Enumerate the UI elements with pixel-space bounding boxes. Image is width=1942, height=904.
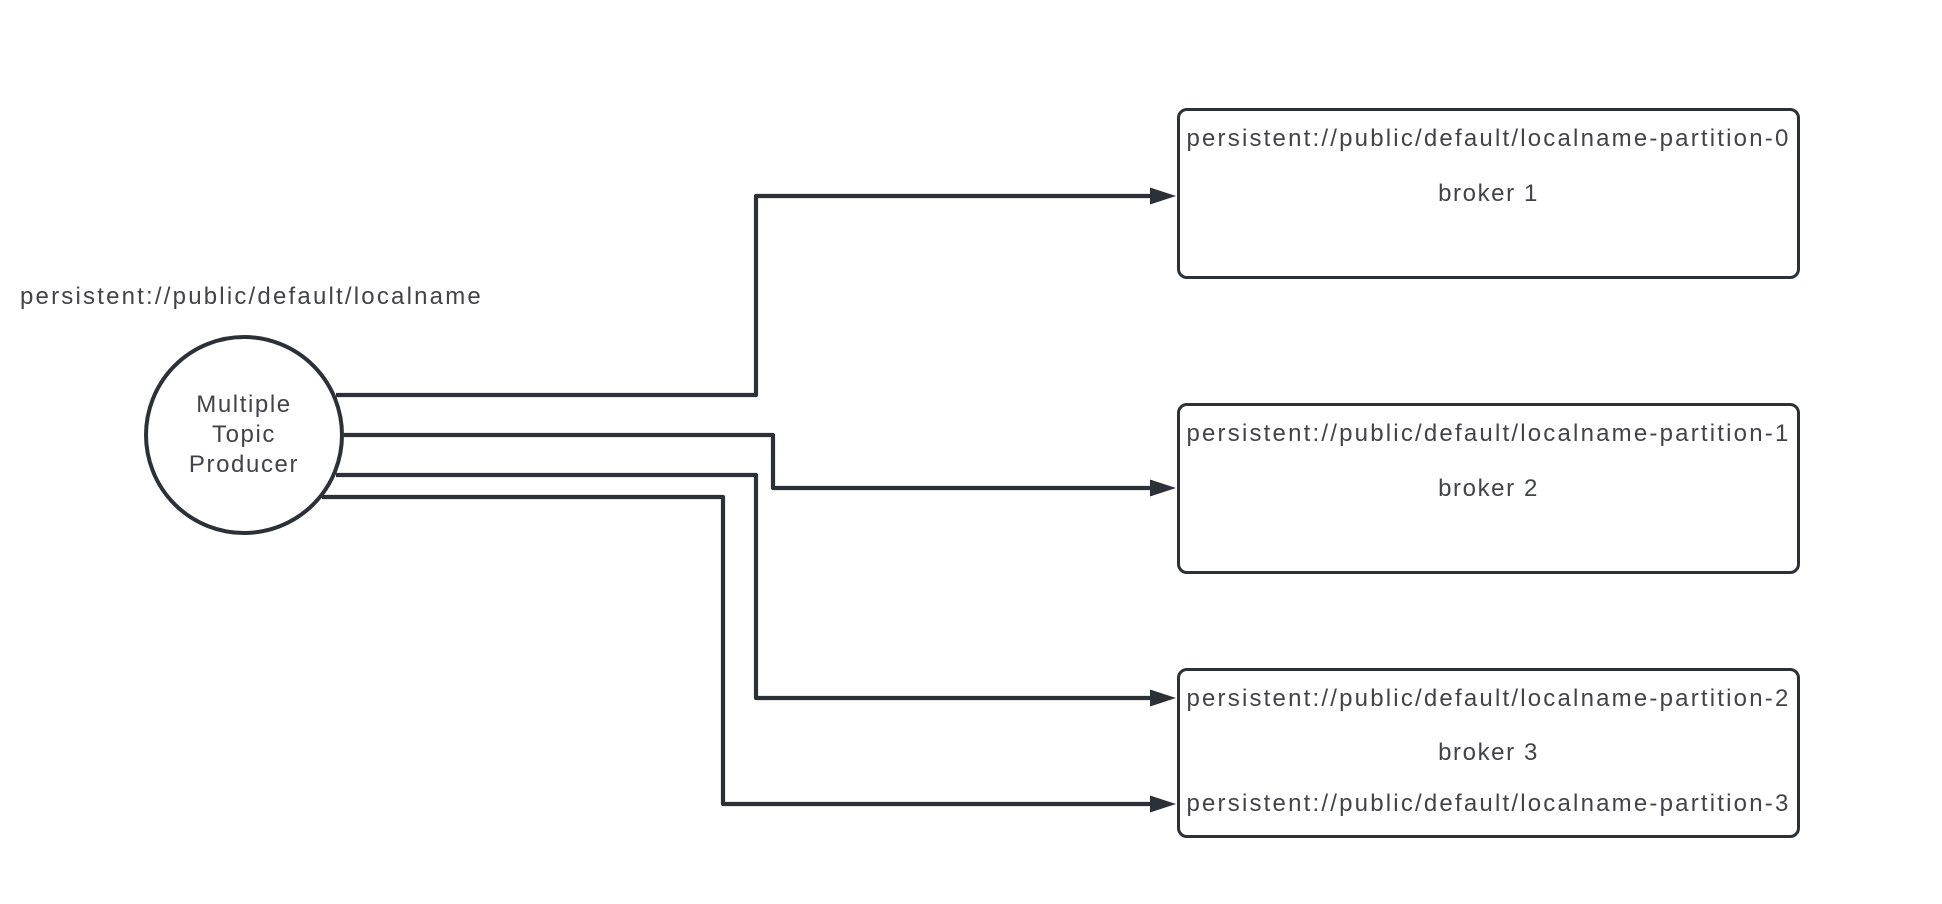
producer-label-line: Multiple — [196, 391, 292, 418]
broker-2-label: broker 2 — [1438, 474, 1539, 502]
connector-partition-3-line — [322, 494, 1152, 807]
producer-label-line: Topic — [211, 421, 277, 448]
connector-partition-1-arrowhead-icon — [1150, 479, 1176, 497]
connector-partition-1-line — [344, 432, 1152, 491]
connector-partition-3-arrowhead-icon — [1150, 795, 1176, 813]
partition-box-broker-1: persistent://public/default/localname-pa… — [1177, 108, 1800, 279]
partition-2-topic-label: persistent://public/default/localname-pa… — [1186, 685, 1791, 712]
producer-label-line: Producer — [188, 451, 300, 478]
broker-3-label: broker 3 — [1438, 739, 1539, 766]
partition-box-broker-2: persistent://public/default/localname-pa… — [1177, 403, 1800, 574]
partition-3-topic-label: persistent://public/default/localname-pa… — [1186, 790, 1791, 817]
partition-box-broker-3: persistent://public/default/localname-pa… — [1177, 668, 1800, 838]
partition-0-topic-label: persistent://public/default/localname-pa… — [1186, 125, 1791, 152]
partition-1-topic-label: persistent://public/default/localname-pa… — [1186, 420, 1791, 447]
connector-partition-2-line — [336, 472, 1152, 701]
connector-partition-0-arrowhead-icon — [1150, 187, 1176, 205]
connector-partition-2-arrowhead-icon — [1150, 689, 1176, 707]
broker-1-label: broker 1 — [1438, 179, 1539, 207]
topic-label: persistent://public/default/localname — [20, 283, 483, 310]
connector-partition-0-line — [336, 193, 1152, 398]
producer-circle: Multiple Topic Producer — [144, 335, 344, 535]
